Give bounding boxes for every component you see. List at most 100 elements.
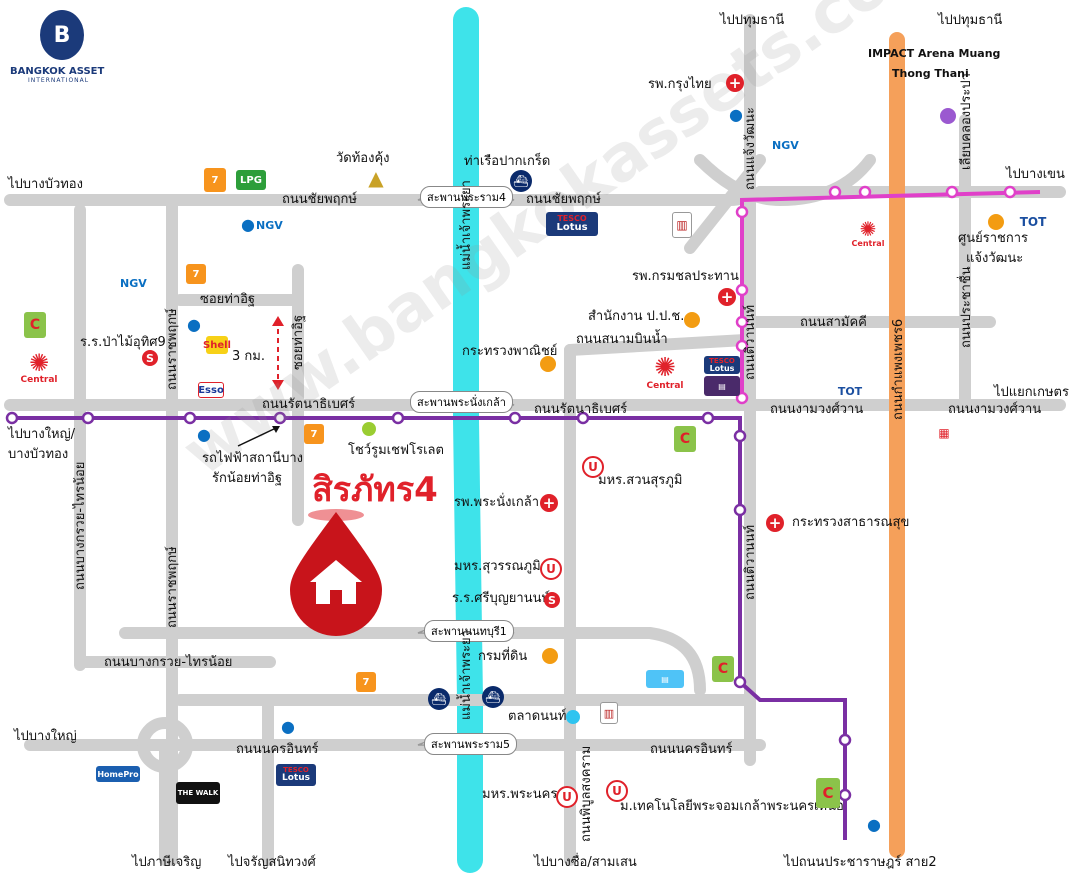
ptt-fuel-icon: ● [197,424,211,444]
project-pin-marker [290,509,382,636]
building-icon: ▥ [672,212,692,238]
bridge-rama4-label: สะพานพระราม4 [420,186,513,208]
the-walk-logo-icon: THE WALK [176,782,220,804]
university-icon: U [540,558,562,580]
hospital-icon: + [540,494,558,512]
tesco-lotus-icon: TESCO Lotus [276,764,316,786]
label-prachachuen: ถนนประชาชื่น [959,266,974,348]
shell-logo-icon: Shell [203,336,231,354]
label-suan-univ-2: มหร.สุวรรณภูมิ [454,559,541,574]
hospital-icon: + [726,74,744,92]
arena-marker-icon [940,108,956,124]
label-school-sri: ร.ร.ศรีบุญยานนท์ [452,591,551,606]
label-chaeng-watthana-v: ถนนแจ้งวัฒนะ [743,107,758,190]
label-chao-phraya-1: แม่น้ำเจ้าพระยา [459,180,474,270]
label-health-ministry: กระทรวงสาธารณสุข [792,515,910,530]
roundabout [137,717,193,773]
lpg-logo-icon: LPG [236,170,266,190]
hospital-icon: + [718,288,736,306]
label-chao-phraya-2: แม่น้ำเจ้าพระยา [459,630,474,720]
bridge-nonthaburi1-label: สะพานนนทบุรี1 [424,620,514,642]
label-sanam-bin-nam: ถนนสนามบินน้ำ [576,332,668,347]
ptt-fuel-icon: ● [867,814,881,834]
project-title: สิรภัทร4 [312,470,438,510]
label-govt-center-1: ศูนย์ราชการ [958,231,1029,246]
tot-logo-icon: TOT [1016,214,1050,230]
label-suan-univ-1: มหร.สวนสุรภูมิ [598,473,683,488]
showroom-marker-icon [362,422,376,436]
boat-pier-icon: ⛴ [482,686,504,708]
label-kamphaeng-v: ถนนกำแพงเพชร6 [891,318,906,420]
brand-name: BANGKOK ASSET [10,66,105,77]
ptt-fuel-icon: ● [187,314,201,334]
ngv-logo-text: NGV [772,139,799,152]
pointer-arrow [237,426,280,447]
road-sanam-bin-nam [564,334,751,356]
central-logo-icon: ✺Central [851,216,885,248]
purple-line-route [12,416,847,840]
ptt-fuel-icon: ● [729,104,743,124]
label-to-yaek-kaset: ไปแยกเกษตร [994,385,1069,400]
office-marker-icon [542,648,558,664]
label-mrt-station-2: รักน้อยท่าอิฐ [212,471,283,486]
label-ratchaphruek-v2: ถนนราชพฤกษ์ [165,546,180,628]
pink-line-route [740,190,1041,395]
label-pier-pakkret: ท่าเรือปากเกร็ด [464,154,551,169]
label-hosp-krungthai: รพ.กรุงไทย [648,77,712,92]
label-to-pracharat-2: ไปถนนประชาราษฎร์ สาย2 [784,855,937,870]
label-to-pathum-2: ไปปทุมธานี [938,13,1003,28]
label-rattanathibet-1: ถนนรัตนาธิเบศร์ [262,397,356,412]
central-logo-icon: ✺Central [20,349,58,385]
label-to-bang-bua-thong: ไปบางบัวทอง [8,177,83,192]
school-icon: S [142,350,158,366]
label-chaiyaphruek-2: ถนนชัยพฤกษ์ [526,192,601,207]
label-lak-si-v: เลียบคลองประปา [959,73,974,170]
tot-logo-icon: TOT [836,384,864,398]
university-icon: U [556,786,578,808]
label-bang-kruai-vertical: ถนนบางกรวย-ไทรน้อย [73,461,88,590]
bridge-nangklao-label: สะพานพระนั่งเกล้า [410,391,513,413]
label-to-bang-yai-1: ไปบางใหญ่/ [8,427,76,442]
temple-icon: ▲ [368,166,384,190]
label-impact-2: Thong Thani [892,67,969,80]
label-univ-phranakhon: มหร.พระนคร [482,787,558,802]
label-bang-kruai-sai-noi: ถนนบางกรวย-ไทรน้อย [104,655,233,670]
label-commerce-ministry: กระทรวงพาณิชย์ [462,344,558,359]
building-logo-icon: B [40,10,84,60]
label-kmutnb: ม.เทคโนโลยีพระจอมเกล้าพระนครเหนือ [620,799,844,814]
label-hosp-chonprathan: รพ.กรมชลประทาน [632,269,739,284]
big-c-logo-icon: C [816,778,840,808]
office-marker-icon [988,214,1004,230]
road-nonthaburi1 [119,627,706,696]
brand-sub: INTERNATIONAL [28,77,90,84]
label-pibul-songkram: ถนนพิบูลสงคราม [579,745,594,842]
central-logo-icon: ✺Central [646,353,684,391]
esplanade-logo-icon: ▤ [704,376,740,396]
big-c-logo-icon: C [712,656,734,682]
ngv-logo-text: NGV [120,277,147,290]
label-tiwanon-v: ถนนติวานนท์ [743,524,758,600]
label-ngamwongwan-1: ถนนงามวงศ์วาน [770,402,864,417]
seven-eleven-icon: 7 [356,672,376,692]
label-to-bang-khen: ไปบางเขน [1006,167,1065,182]
label-pp-office: สำนักงาน ป.ป.ช. [588,309,685,324]
mall-logo-icon: ▦ [932,424,956,442]
big-c-logo-icon: C [24,312,46,338]
label-nakhon-in-1: ถนนนครอินทร์ [236,742,319,757]
university-icon: U [606,780,628,802]
label-school-pamai: ร.ร.ป่าไม้อุทิศ9 [80,335,166,350]
homepro-logo-icon: HomePro [96,766,140,782]
school-icon: S [544,592,560,608]
label-soi-tha-it-vertical: ซอยท่าอิฐ [291,314,306,370]
hospital-icon: + [766,514,784,532]
label-mrt-station-1: รถไฟฟ้าสถานีบาง [202,451,303,466]
label-to-pathum-1: ไปปทุมธานี [720,13,785,28]
label-to-bang-pho: ไปบางซื่อ/สามเสน [534,855,637,870]
tesco-lotus-icon: TESCO Lotus [704,356,740,374]
university-icon: U [582,456,604,478]
label-to-ratchaphruek: ไปภาษีเจริญ [132,855,202,870]
label-showroom: โชว์รูมเชฟโรเลต [348,443,444,458]
label-ratchaphruek-v1: ถนนราชพฤกษ์ [165,308,180,390]
label-to-jarunsanitwong: ไปจรัญสนิทวงศ์ [228,855,316,870]
